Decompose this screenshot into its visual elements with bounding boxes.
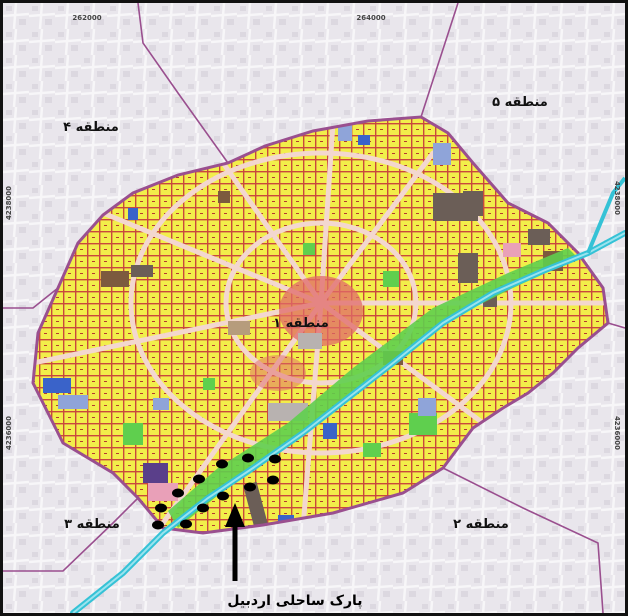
- coord-right-1: 4238000: [613, 181, 621, 215]
- coord-left-2: 4236000: [5, 416, 13, 450]
- park-dot: [152, 520, 164, 530]
- boundary-line-nw: [137, 3, 229, 164]
- boundary-line-se: [442, 467, 604, 613]
- coord-right-2: 4236000: [613, 416, 621, 450]
- zone-label-2: منطقه ۲: [453, 517, 509, 532]
- park-dot: [172, 488, 184, 498]
- map-canvas: 262000 264000 4238000 4236000 4238000 42…: [3, 3, 625, 613]
- boundary-line-sw: [3, 497, 139, 572]
- river-inner: [72, 232, 625, 613]
- district-boundaries: [3, 3, 625, 613]
- city-features: [33, 120, 606, 531]
- park-dot: [180, 519, 192, 529]
- coord-top-2: 264000: [356, 14, 385, 22]
- coord-left-1: 4238000: [5, 186, 13, 220]
- zone-label-3: منطقه ۳: [64, 517, 120, 532]
- park-label: پارک ساحلی اردبیل: [227, 593, 362, 609]
- city-core: [31, 115, 610, 535]
- commercial-center: [279, 276, 363, 346]
- zone-label-4: منطقه ۴: [63, 120, 119, 135]
- park-dot: [217, 491, 229, 501]
- park-study-area: [152, 453, 281, 530]
- park-dot: [269, 454, 281, 464]
- park-dot: [155, 503, 167, 513]
- coord-top-1: 262000: [72, 14, 101, 22]
- park-dot: [197, 503, 209, 513]
- park-dot: [216, 459, 228, 469]
- park-dot: [244, 482, 256, 492]
- park-dot: [267, 475, 279, 485]
- boundary-line-e: [607, 322, 625, 329]
- boundary-line-w: [3, 287, 59, 309]
- park-dot: [193, 474, 205, 484]
- park-dot: [242, 453, 254, 463]
- zone-label-1: منطقه ۱: [273, 316, 329, 331]
- park-arrow: [225, 503, 245, 581]
- boundary-line-ne: [420, 3, 459, 118]
- river-east-branch: [586, 176, 625, 254]
- city-boundary: [31, 115, 610, 535]
- zone-label-5: منطقه ۵: [492, 95, 548, 110]
